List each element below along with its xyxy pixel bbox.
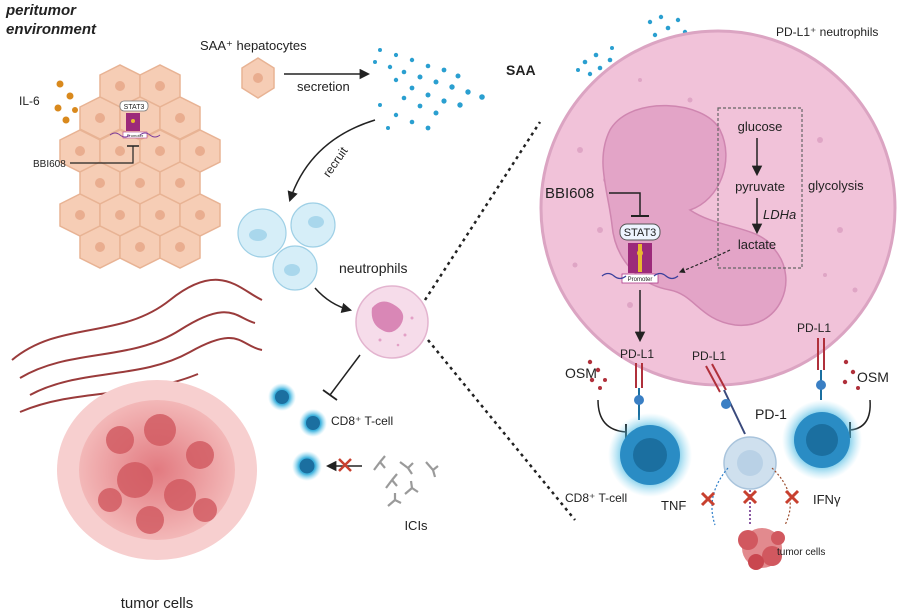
ici-antibodies [373,455,439,507]
secretion-label: secretion [297,79,350,94]
glycolysis-box [717,107,803,269]
activated-neutrophil-nucleus [371,301,404,333]
tnf-label: TNF [661,498,686,513]
bbi608-right-label: BBI608 [545,185,594,202]
ifng-label: IFNγ [813,492,841,507]
tumor-cells-right [738,528,785,570]
glycolysis-label: glycolysis [808,178,864,193]
recruited-neutrophils [237,202,336,291]
cd8-cells-middle [268,383,327,481]
dna-left [109,132,161,138]
neutrophil-activation-arrow [314,287,353,314]
recruit-label: recruit [320,144,351,180]
pdl1-right-receptor [817,338,825,370]
il6-dots [54,80,78,124]
dna-right [601,272,679,280]
glucose-label: glucose [738,119,783,134]
effector-block-x [700,489,800,507]
stat3-right-box [619,223,661,241]
neutrophil-inhibition-line [329,354,361,396]
cd8-right-label: CD8⁺ T-cell [565,491,627,505]
pdl1-left-receptor [635,363,643,388]
cd8-cell-right-right [782,370,862,480]
bbi608-right-line [609,192,641,216]
osm-left-label: OSM [565,365,597,381]
pdl1-neutrophils-title: PD-L1⁺ neutrophils [776,25,878,39]
bbi608-left-line [70,146,134,164]
bbi608-left-label: BBI608 [33,159,66,170]
pdl1-right-label: PD-L1 [797,321,831,335]
saa-hepatocytes-label: SAA⁺ hepatocytes [200,38,307,53]
tumor-cells-right-label: tumor cells [777,547,825,558]
pyruvate-label: pyruvate [735,179,785,194]
lactate-stat3-arrow [678,249,731,274]
pdl1-mid-label: PD-L1 [692,349,726,363]
zoom-line-top [423,121,542,301]
environment-label: environment [6,21,97,38]
hepatocyte-cluster [59,64,221,269]
promoter-right-label: Promoter [628,277,653,283]
ici-block-x [338,458,352,472]
pdl1-left-label: PD-L1 [620,347,654,361]
recruit-arrow [287,119,376,202]
ldha-label: LDHa [763,207,796,222]
tumor-cells-left-label: tumor cells [121,595,194,612]
pd1-receptor [723,389,746,435]
cd8-cell-right-left [608,388,692,497]
pd1-label: PD-1 [755,406,787,422]
il6-label: IL-6 [19,94,40,108]
saa-dot-cloud [373,48,485,131]
tnf-arrow [711,467,729,526]
saa-label: SAA [506,62,536,78]
osm-left-dots [587,359,607,390]
pdl1-mid-receptor [705,363,727,393]
stat3-left-box [119,100,149,112]
cd8-left-label: CD8⁺ T-cell [331,414,393,428]
promoter-left-label: Promoter [127,133,144,138]
osm-right-label: OSM [857,369,889,385]
ifng-arrow [771,467,791,526]
lactate-label: lactate [738,237,776,252]
stat3-right-label: STAT3 [624,227,657,239]
promoter-left-box [122,131,148,139]
zoom-line-bottom [427,339,576,521]
icis-label: ICIs [404,518,428,533]
peritumor-label: peritumor [5,2,77,19]
hepatocyte-nuclei [75,81,205,252]
neutrophils-label: neutrophils [339,260,408,276]
osm-right-dots [842,359,860,390]
tumor-mass-left [57,380,257,560]
recruited-neutrophil-nuclei [249,216,324,276]
stat3-left-label: STAT3 [124,104,145,111]
